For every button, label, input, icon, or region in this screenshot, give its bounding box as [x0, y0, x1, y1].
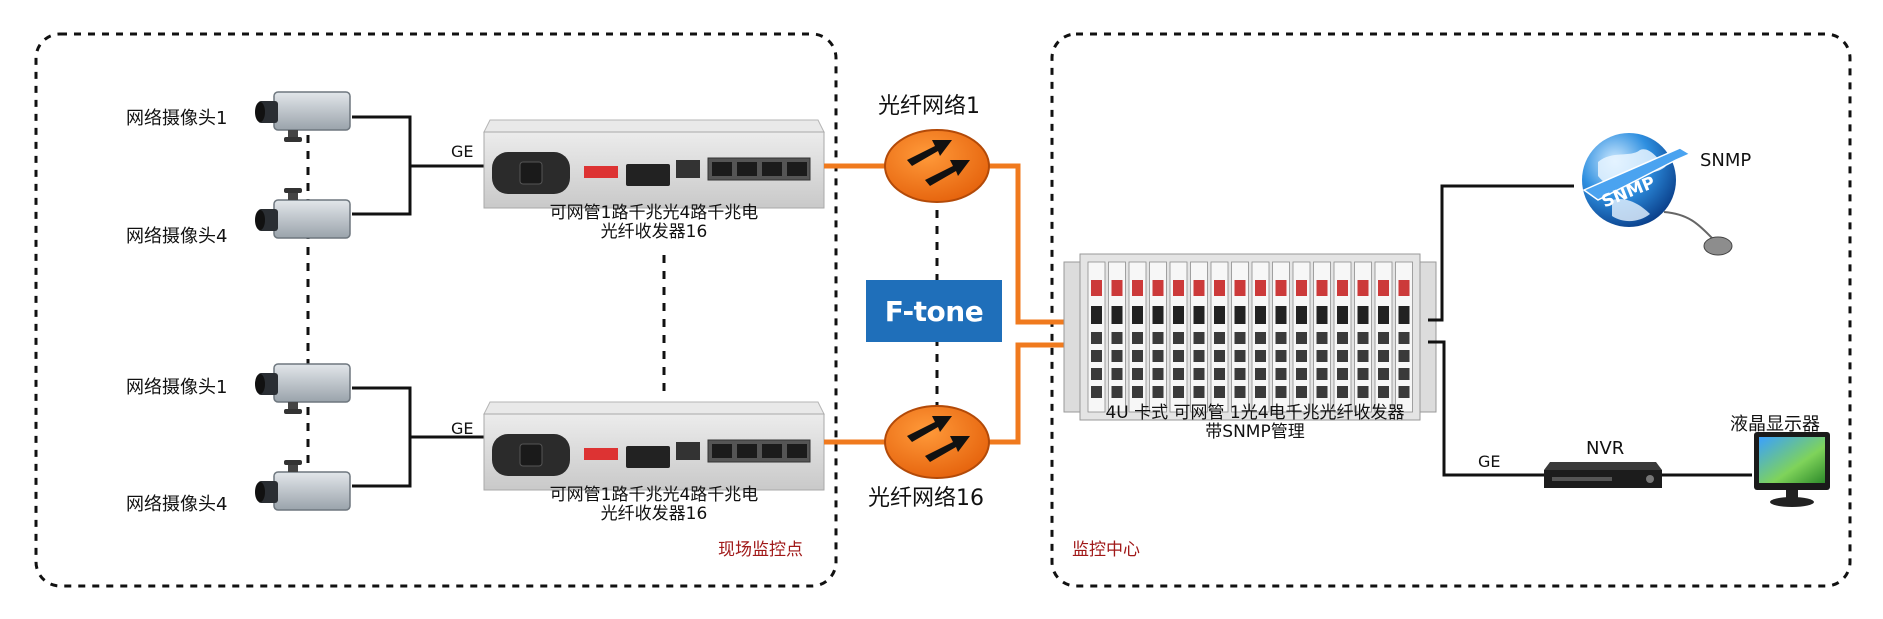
card-chassis-icon: [1063, 253, 1437, 421]
camera-label: 网络摄像头1: [126, 108, 228, 129]
chassis-label-line1: 4U 卡式 可网管 1光4电千兆光纤收发器: [1105, 403, 1405, 423]
nvr-label: NVR: [1586, 438, 1625, 459]
ge-label: GE: [451, 142, 474, 161]
snmp-label: SNMP: [1700, 150, 1752, 171]
nvr-icon: [1544, 462, 1662, 488]
ge-label: GE: [1478, 452, 1501, 471]
transceiver-label-line1: 可网管1路千兆光4路千兆电: [549, 203, 759, 223]
fiber-network-label: 光纤网络16: [868, 486, 984, 511]
center-zone-border: [1050, 32, 1852, 588]
chassis-label: 4U 卡式 可网管 1光4电千兆光纤收发器 带SNMP管理: [1060, 404, 1450, 442]
fiber-transceiver-icon: [483, 401, 825, 491]
fiber-links: [824, 163, 1066, 445]
ge-label: GE: [451, 419, 474, 438]
ip-camera-icon: [255, 363, 351, 414]
ip-camera-icon: [255, 460, 351, 511]
transceiver-label: 可网管1路千兆光4路千兆电 光纤收发器16: [524, 204, 784, 242]
camera-label: 网络摄像头1: [126, 377, 228, 398]
camera-label: 网络摄像头4: [126, 494, 228, 515]
lcd-monitor-icon: [1754, 432, 1830, 507]
site-zone-border: [34, 32, 838, 588]
ip-camera-icon: [255, 91, 351, 142]
site-zone-label: 现场监控点: [718, 540, 803, 560]
fiber-transceiver-icon: [483, 119, 825, 209]
transceiver-label-line2: 光纤收发器16: [600, 222, 708, 242]
chassis-label-line2: 带SNMP管理: [1205, 422, 1305, 442]
snmp-globe-icon: SNMP: [1582, 133, 1733, 256]
transceiver-label-line2: 光纤收发器16: [600, 504, 708, 524]
fiber-network-label: 光纤网络1: [878, 94, 980, 119]
fiber-network-icon: [884, 405, 990, 479]
transceiver-label: 可网管1路千兆光4路千兆电 光纤收发器16: [524, 486, 784, 524]
fiber-network-icon: [884, 129, 990, 203]
transceiver-label-line1: 可网管1路千兆光4路千兆电: [549, 485, 759, 505]
brand-logo: F-tone: [866, 280, 1002, 342]
ip-camera-icon: [255, 188, 351, 239]
monitor-label: 液晶显示器: [1730, 414, 1820, 435]
center-zone-label: 监控中心: [1072, 540, 1140, 560]
camera-label: 网络摄像头4: [126, 226, 228, 247]
center-wiring: [1428, 184, 1752, 477]
camera-wiring: [352, 115, 486, 488]
